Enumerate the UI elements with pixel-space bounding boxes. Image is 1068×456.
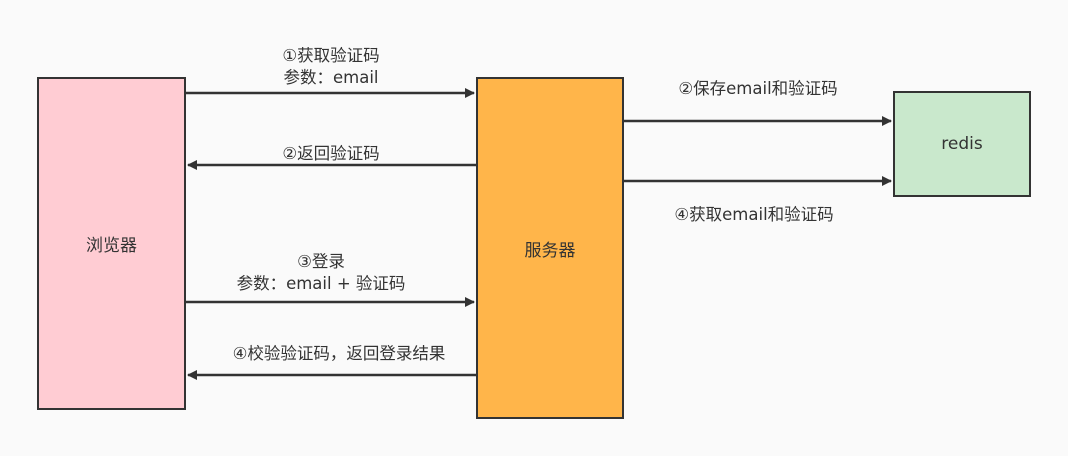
save-code-label: ②保存email和验证码 xyxy=(678,79,838,98)
redis-node: redis xyxy=(893,91,1031,197)
login-params: 参数：email + 验证码 xyxy=(236,274,406,293)
redis-label: redis xyxy=(941,134,983,154)
verify-label: ④校验验证码，返回登录结果 xyxy=(232,344,446,363)
return-code-label: ②返回验证码 xyxy=(282,144,380,163)
get-code-label: ①获取验证码 参数：email xyxy=(282,45,379,89)
fetch-code-label: ④获取email和验证码 xyxy=(674,205,834,224)
browser-node: 浏览器 xyxy=(37,77,186,410)
login-label: ③登录 参数：email + 验证码 xyxy=(237,251,406,295)
get-code-params: 参数：email xyxy=(283,68,379,87)
get-code-title: ①获取验证码 xyxy=(282,46,380,65)
server-node: 服务器 xyxy=(476,77,624,419)
server-label: 服务器 xyxy=(524,240,576,261)
browser-label: 浏览器 xyxy=(86,236,137,256)
login-title: ③登录 xyxy=(297,252,345,271)
